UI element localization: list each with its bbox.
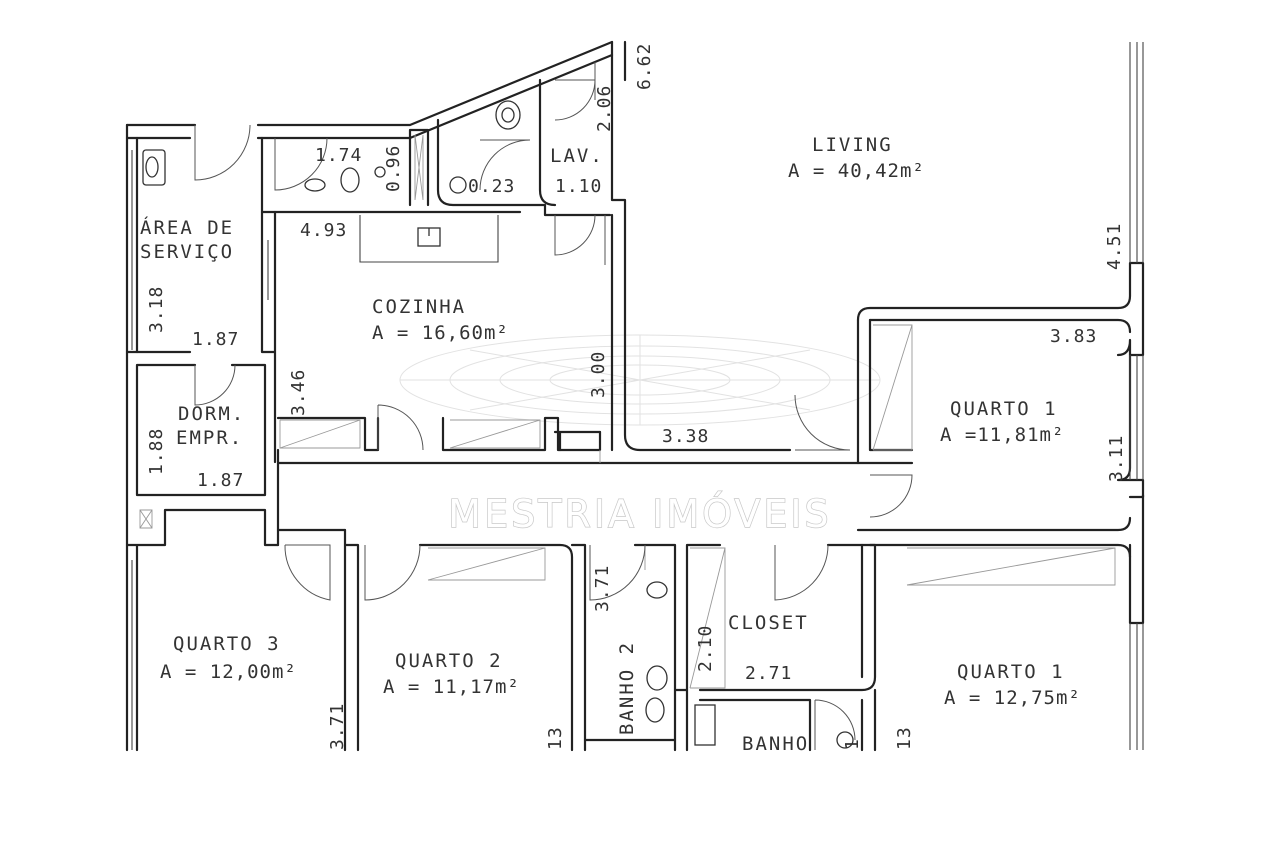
area-servico-line1: ÁREA DE (140, 216, 234, 239)
living-name: LIVING (812, 134, 893, 156)
dim-023: 0.23 (468, 176, 515, 197)
closet-name: CLOSET (728, 612, 809, 634)
dim-662: 6.62 (634, 43, 655, 90)
living-area: A = 40,42m² (788, 160, 925, 182)
room-labels: LIVING A = 40,42m² LAV. ÁREA DE SERVIÇO … (140, 134, 1081, 755)
dim-096: 0.96 (383, 145, 404, 192)
dim-451: 4.51 (1104, 223, 1125, 270)
dim-371a: 3.71 (592, 565, 613, 612)
dim-300: 3.00 (588, 351, 609, 398)
cozinha-name: COZINHA (372, 296, 466, 318)
quarto3-area: A = 12,00m² (160, 661, 297, 683)
dimension-labels: 6.62 2.06 1.74 0.96 0.23 1.10 4.93 3.18 … (146, 43, 1127, 750)
dim-371b: 3.71 (327, 703, 348, 750)
dim-338: 3.38 (662, 426, 709, 447)
fixtures (142, 100, 854, 749)
dim-187b: 1.87 (197, 470, 244, 491)
dim-13a: 13 (545, 726, 566, 750)
dim-174: 1.74 (315, 145, 362, 166)
banho2-name: BANHO 2 (616, 641, 638, 735)
dim-110: 1.10 (555, 176, 602, 197)
quarto2-area: A = 11,17m² (383, 676, 520, 698)
toilet-icon-lav (495, 100, 521, 130)
doors (194, 62, 913, 750)
dim-346: 3.46 (288, 369, 309, 416)
area-servico-line2: SERVIÇO (140, 241, 234, 263)
lav-name: LAV. (550, 145, 604, 167)
walls (125, 40, 1145, 752)
dim-210: 2.10 (695, 625, 716, 672)
quarto2-name: QUARTO 2 (395, 650, 503, 672)
dim-206: 2.06 (594, 85, 615, 132)
dorm-empr-line2: EMPR. (176, 427, 243, 449)
dim-188: 1.88 (146, 428, 167, 475)
toilet-icon-banho2 (646, 665, 668, 691)
quarto1-bottom-area: A = 12,75m² (944, 687, 1081, 709)
dim-383: 3.83 (1050, 326, 1097, 347)
cozinha-area: A = 16,60m² (372, 322, 509, 344)
quarto1-top-name: QUARTO 1 (950, 398, 1058, 420)
tank-icon (142, 149, 166, 186)
banho-name: BANHO (742, 733, 809, 755)
sink-icon (449, 176, 467, 194)
dim-318: 3.18 (146, 286, 167, 333)
watermark-text: MESTRIA IMÓVEIS (448, 492, 831, 536)
washbasin-icon (646, 581, 668, 599)
quarto3-name: QUARTO 3 (173, 633, 281, 655)
dim-271: 2.71 (745, 663, 792, 684)
quarto1-bottom-name: QUARTO 1 (957, 661, 1065, 683)
dim-311: 3.11 (1106, 435, 1127, 482)
toilet-icon (340, 167, 360, 193)
dorm-empr-line1: DORM. (178, 403, 245, 425)
dim-13b: 13 (894, 726, 915, 750)
quarto1-top-area: A =11,81m² (940, 424, 1064, 446)
dim-1: 1 (842, 738, 863, 750)
dim-493: 4.93 (300, 220, 347, 241)
watermark-emblem (399, 334, 881, 426)
dim-187a: 1.87 (192, 329, 239, 350)
